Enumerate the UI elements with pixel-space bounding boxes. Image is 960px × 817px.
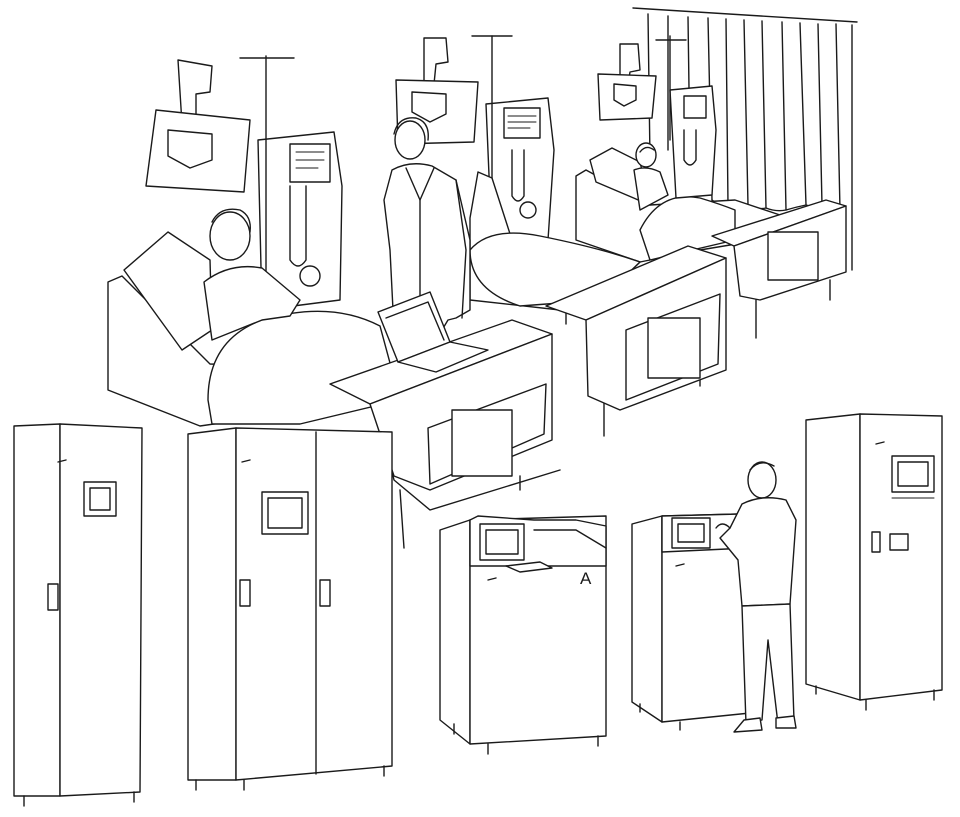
- doctor-figure: [383, 117, 471, 331]
- cabinet-left: [13, 423, 143, 807]
- cabinet-center-left: [187, 427, 393, 791]
- cabinet-right: [805, 413, 943, 711]
- overbed-table-rear: [711, 199, 847, 339]
- laptop: [377, 291, 489, 373]
- machine-a-label: A: [580, 569, 592, 588]
- dialysis-machine-rear: [655, 35, 717, 199]
- monitor-arm-rear: [597, 43, 657, 121]
- technician-figure: [715, 461, 797, 733]
- overbed-table-middle: [545, 245, 727, 411]
- monitor-arm-front: [145, 59, 251, 193]
- console-machine-a: A: [439, 515, 607, 755]
- dialysis-machine-front: [239, 55, 343, 321]
- patient-rear: [633, 142, 669, 211]
- hospital-bed-front: [107, 231, 561, 549]
- patient-front: [203, 208, 301, 341]
